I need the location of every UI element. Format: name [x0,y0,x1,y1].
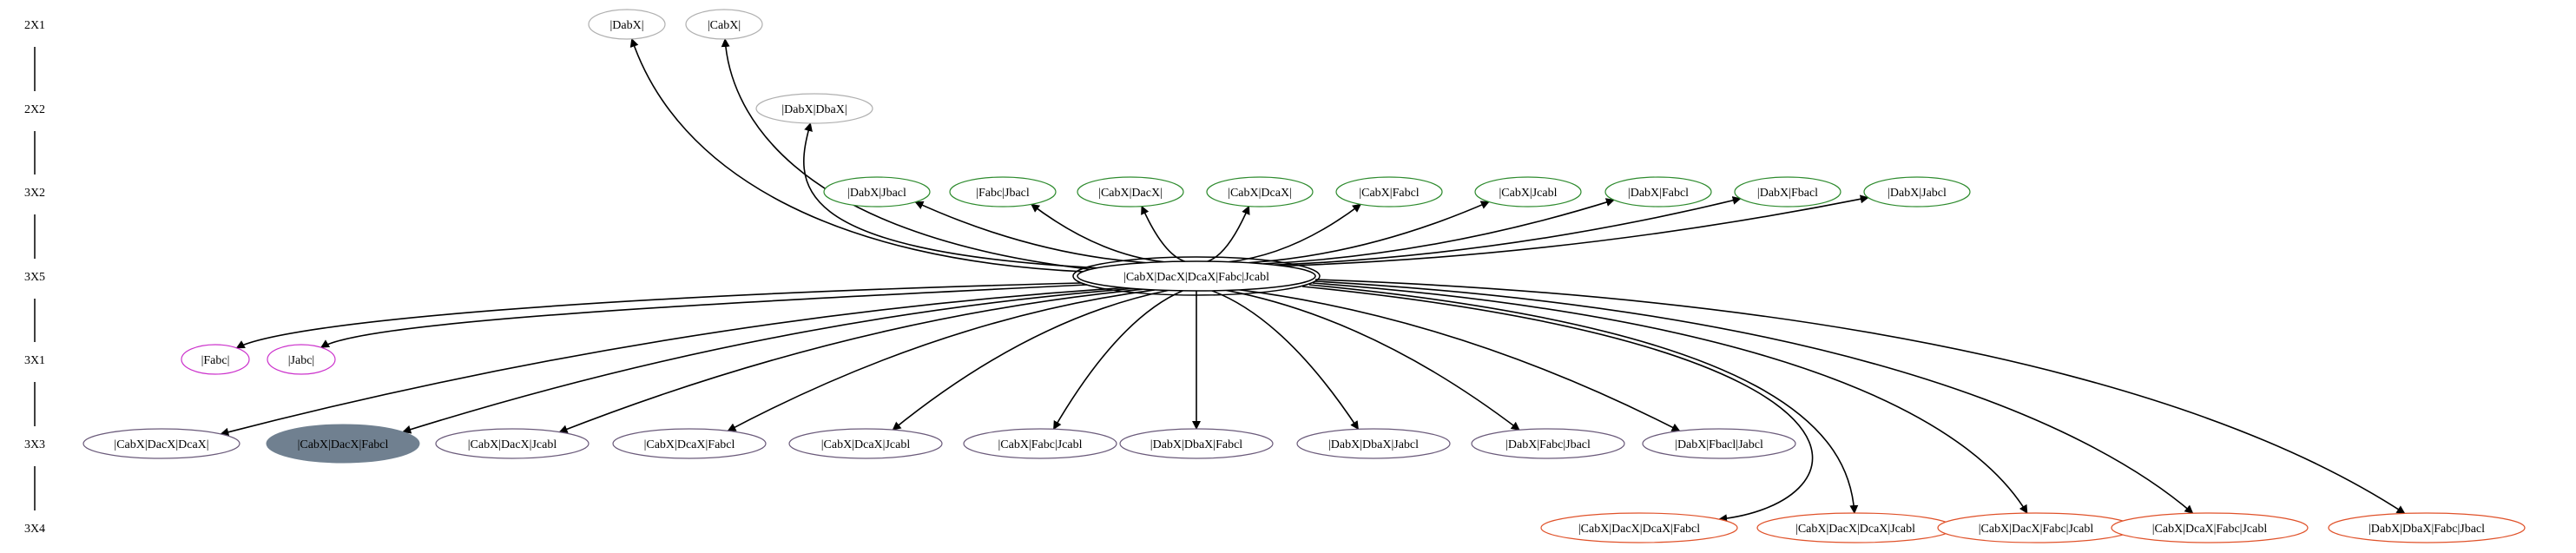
edge-arrow [320,284,1088,348]
graph-node[interactable]: |CabX|Fabcl [1335,176,1443,207]
node-label: |CabX|DcaX|Fabcl [644,438,735,451]
rank-label: 2X1 [24,19,45,32]
rank-label: 3X1 [24,354,45,367]
edge-arrow [892,289,1169,431]
graph-node[interactable]: |DabX|DbaX|Jabcl [1296,428,1451,459]
edge-arrow [1239,289,1681,432]
graph-node[interactable]: |Fabc| [181,344,250,375]
node-label: |CabX|DacX|DcaX|Fabcl [1578,523,1700,536]
edge-arrow [220,286,1124,437]
edge-arrow [1052,290,1183,431]
graph-node[interactable]: |CabX|Fabc|Jcabl [963,428,1117,459]
edge-arrow [803,122,1104,269]
graph-node[interactable]: |DabX|DbaX| [755,93,873,124]
graph-node[interactable]: |DabX|Jbacl [823,176,931,207]
node-label: |CabX|DacX|Fabcl [298,438,389,451]
graph-node[interactable]: |CabX|DacX|Fabcl [266,424,420,464]
node-label: |DabX|Fabcl [1628,187,1689,200]
node-label: |CabX|DacX|DcaX| [114,438,208,451]
node-label: |DabX|Fbacl|Jabcl [1675,438,1763,451]
graph-node[interactable]: |CabX|Jcabl [1474,176,1582,207]
node-label: |CabX| [708,19,741,32]
edge-arrow [1229,203,1361,263]
graph-node[interactable]: |DabX|DbaX|Fabcl [1119,428,1274,459]
graph-node[interactable]: |DabX|Fabc|Jbacl [1471,428,1625,459]
edge-arrow [1314,280,2194,514]
graph-node[interactable]: |Jabc| [267,344,336,375]
node-label: |DabX|Fbacl [1757,187,1818,200]
rank-label: 3X3 [24,438,45,451]
node-label: |Jabc| [288,354,314,367]
node-label: |CabX|Fabcl [1359,187,1419,200]
graph-node[interactable]: |CabX|DcaX|Fabc|Jcabl [2111,512,2309,543]
edges [220,37,2406,523]
edge-arrow [1301,286,1814,523]
node-label: |Fabc| [201,354,230,367]
rank-label: 3X5 [24,271,45,284]
edge-arrow [558,288,1143,434]
graph-node[interactable]: |CabX|DcaX|Fabcl [612,428,767,459]
node-label: |CabX|DcaX| [1228,187,1292,200]
nodes: |CabX|DacX|DcaX|Fabc|Jcabl |DabX| |CabX| |D… [82,9,2526,543]
edge-arrow [1031,203,1164,263]
node-label: |CabX|DacX|Jcabl [468,438,557,451]
edge-arrow [1141,205,1185,262]
edge-arrow [721,37,1097,271]
graph-node[interactable]: |DabX|Jabcl [1863,176,1971,207]
edge-arrow [629,37,1086,273]
edge-arrow [1226,289,1520,431]
node-label: |CabX|DacX|Fabc|Jcabl [1979,523,2094,536]
node-label: |CabX|DacX| [1098,187,1163,200]
edge-arrow [1274,196,1742,266]
edge-arrow [727,289,1155,432]
graph-node[interactable]: |Fabc|Jbacl [949,176,1057,207]
graph-node[interactable]: |CabX|DacX|DcaX|Jcabl [1756,512,1954,543]
graph-node[interactable]: |DabX|Fabcl [1604,176,1712,207]
graph-node[interactable]: |CabX|DcaX|Jcabl [788,428,943,459]
node-label: |CabX|DacX|DcaX|Fabc|Jcabl [1123,271,1269,284]
rank-label: 2X2 [24,103,45,116]
edge-arrow [1314,279,2406,515]
graph-node[interactable]: |DabX|Fbacl|Jabcl [1642,428,1796,459]
edge-arrow [1207,205,1250,262]
graph-node[interactable]: |DabX| [588,9,666,40]
rank-label: 3X4 [24,523,45,536]
graph-node[interactable]: |CabX|DacX|Fabc|Jcabl [1937,512,2135,543]
graph-node[interactable]: |CabX|DacX| [1077,176,1184,207]
center-node[interactable]: |CabX|DacX|DcaX|Fabc|Jcabl [1072,256,1321,296]
rank-axis: 2X1 2X2 3X2 3X5 3X1 3X3 3X4 [24,19,45,536]
node-label: |CabX|DcaX|Fabc|Jcabl [2152,523,2268,536]
edge-arrow [1263,198,1615,265]
rank-label: 3X2 [24,187,45,200]
node-label: |DabX|DbaX| [781,103,847,116]
node-label: |CabX|DacX|DcaX|Jcabl [1795,523,1915,536]
graph-node[interactable]: |CabX| [685,9,763,40]
graph-node[interactable]: |DabX|Fbacl [1734,176,1841,207]
node-label: |DabX|DbaX|Fabc|Jbacl [2368,523,2485,536]
graph-node[interactable]: |DabX|DbaX|Fabc|Jbacl [2328,512,2526,543]
node-label: |Fabc|Jbacl [976,187,1030,200]
node-label: |DabX|Fabc|Jbacl [1505,438,1591,451]
node-label: |DabX|Jabcl [1888,187,1947,200]
node-label: |DabX| [609,19,643,32]
edge-arrow [914,201,1146,264]
edge-arrow [402,287,1133,434]
graph-node[interactable]: |CabX|DacX|DcaX| [82,428,240,459]
edge-arrow [1312,282,2028,514]
node-label: |CabX|Jcabl [1499,187,1557,200]
node-label: |DabX|DbaX|Fabcl [1150,438,1242,451]
graph-node[interactable]: |CabX|DacX|DcaX|Fabcl [1540,512,1738,543]
edge-arrow [1248,201,1490,264]
node-label: |CabX|Fabc|Jcabl [998,438,1082,451]
edge-arrow [1211,290,1360,431]
edge-arrow [1282,194,1869,267]
graph-node[interactable]: |CabX|DcaX| [1206,176,1314,207]
edge-arrow [235,282,1082,349]
graph-node[interactable]: |CabX|DacX|Jcabl [435,428,590,459]
node-label: |DabX|DbaX|Jabcl [1328,438,1419,451]
edge-arrow [1308,284,1859,514]
node-label: |CabX|DcaX|Jcabl [821,438,911,451]
node-label: |DabX|Jbacl [847,187,906,200]
